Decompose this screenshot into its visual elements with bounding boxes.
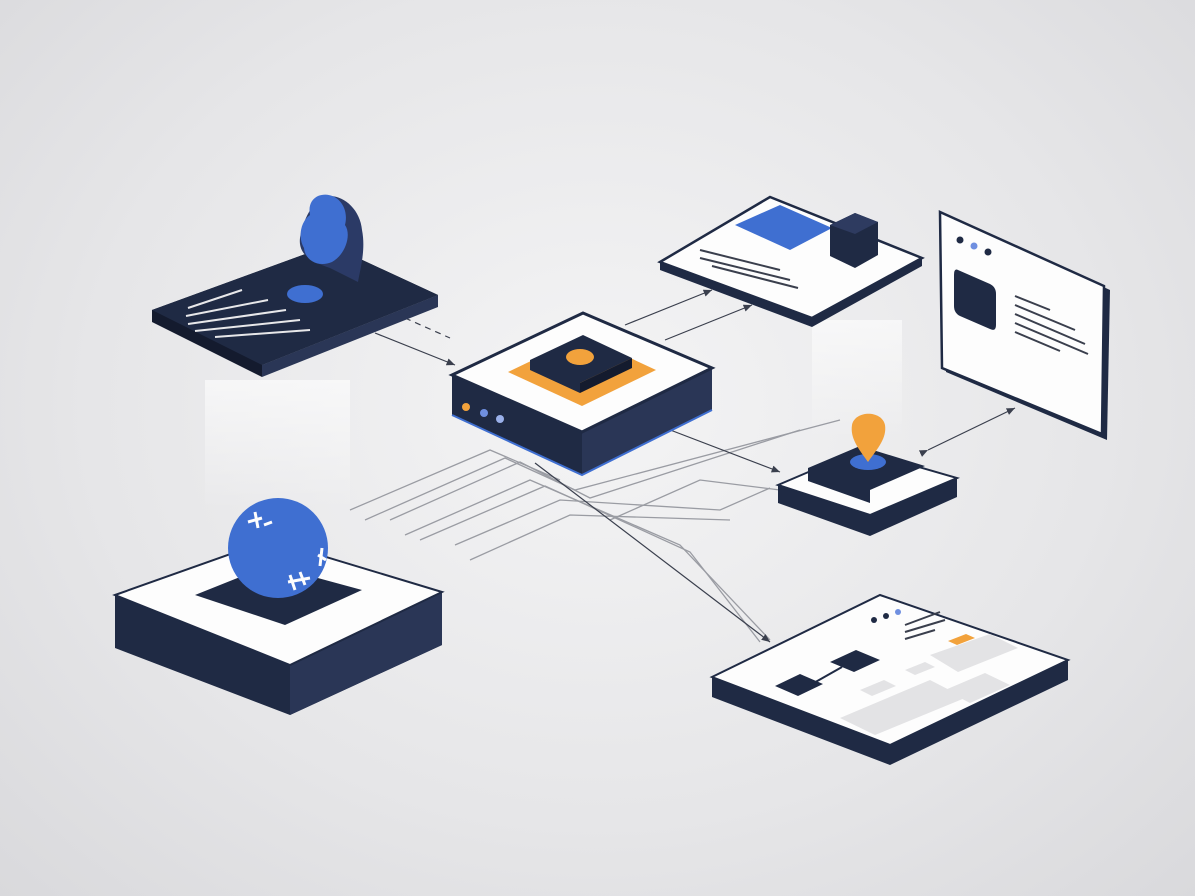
text-lines <box>699 249 799 289</box>
text-lines <box>1014 295 1089 355</box>
globe-icon <box>228 498 328 598</box>
text-lines <box>904 611 946 640</box>
led-icon <box>480 409 488 417</box>
window-dot-icon <box>895 609 901 615</box>
window-dot-icon <box>871 617 877 623</box>
globe-platform[interactable] <box>112 498 445 715</box>
central-hub[interactable] <box>448 311 716 477</box>
cloud-person-icon <box>299 194 364 282</box>
badge-icon <box>948 634 975 645</box>
document-card[interactable] <box>657 195 925 327</box>
window-dot-icon <box>883 613 889 619</box>
cube-icon <box>830 213 878 268</box>
window-dot-icon <box>984 248 992 256</box>
location-pin-icon <box>851 413 886 462</box>
text-lines <box>185 289 311 338</box>
window-dot-icon <box>956 236 964 244</box>
circuit-lines <box>349 419 841 643</box>
window-dot-icon <box>970 242 978 250</box>
image-placeholder-icon <box>954 269 996 330</box>
status-light-icon <box>566 349 594 365</box>
light-beam <box>205 380 350 510</box>
led-icon <box>462 403 470 411</box>
dashboard-card[interactable] <box>709 593 1071 765</box>
led-icon <box>496 415 504 423</box>
flowchart-icon <box>775 650 880 696</box>
cloud-card[interactable] <box>152 194 438 377</box>
browser-window[interactable] <box>938 210 1110 440</box>
dot-icon <box>287 285 323 303</box>
image-icon <box>735 205 832 250</box>
connection-arrows <box>374 289 1016 643</box>
location-node[interactable] <box>775 413 960 536</box>
